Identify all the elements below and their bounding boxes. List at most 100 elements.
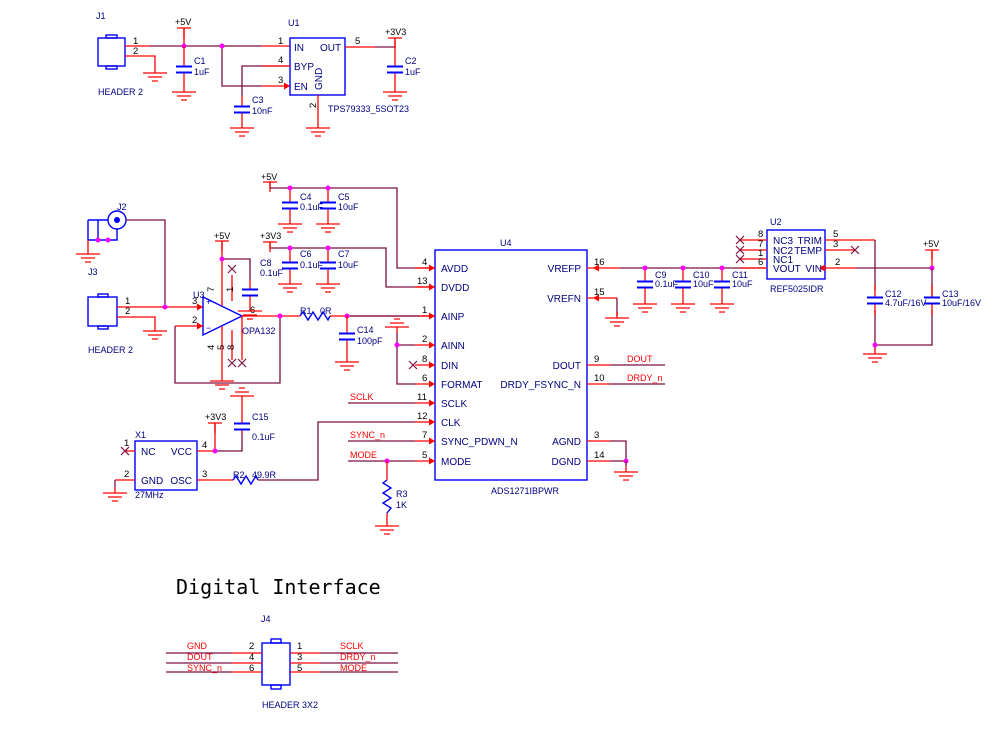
label: R2 bbox=[233, 470, 245, 480]
label: 8 bbox=[758, 229, 763, 240]
label: C10 bbox=[693, 270, 710, 280]
label: 1 bbox=[297, 641, 302, 652]
u1-regulator: IN BYP EN OUT GND 1 4 3 5 2 U1 TPS79333_… bbox=[278, 18, 409, 137]
label: NC1 bbox=[773, 255, 793, 266]
u3-value: OPA132 bbox=[242, 326, 275, 336]
symbol-icon bbox=[429, 437, 435, 445]
junction bbox=[325, 245, 331, 251]
label: 12 bbox=[417, 411, 428, 422]
symbol-icon bbox=[197, 322, 203, 330]
symbol-icon bbox=[713, 280, 731, 289]
wire bbox=[258, 421, 415, 481]
symbol-icon bbox=[229, 121, 255, 137]
label: 8 bbox=[422, 354, 427, 365]
label: AINN bbox=[441, 341, 465, 352]
label: 4.7uF/16V bbox=[885, 298, 927, 308]
label: GND bbox=[141, 476, 163, 487]
label: R3 bbox=[396, 489, 408, 499]
label: X1 bbox=[135, 430, 146, 440]
label: MODE bbox=[441, 457, 471, 468]
label: 2 bbox=[249, 641, 254, 652]
wire bbox=[269, 182, 435, 288]
label: 1uF bbox=[405, 67, 421, 77]
label: 2 bbox=[192, 315, 197, 326]
wire bbox=[766, 229, 826, 280]
j1-value: HEADER 2 bbox=[98, 87, 143, 97]
label: 15 bbox=[594, 287, 605, 298]
label: AGND bbox=[552, 437, 581, 448]
label: C13 bbox=[942, 289, 959, 299]
label: NC2 bbox=[773, 246, 793, 257]
symbol-icon bbox=[382, 85, 408, 101]
wire bbox=[87, 296, 118, 327]
label: 4 bbox=[249, 652, 254, 663]
junction bbox=[212, 448, 218, 454]
label: 2 bbox=[835, 257, 840, 268]
label: C9 bbox=[655, 270, 667, 280]
label: 10uF bbox=[693, 279, 714, 289]
wire bbox=[134, 440, 198, 491]
junction bbox=[219, 256, 225, 262]
label: 6 bbox=[758, 257, 763, 268]
junction bbox=[394, 342, 400, 348]
label: 3 bbox=[833, 239, 838, 250]
j4-header: J4 HEADER 3X2 2 4 6 1 3 5 GND DOUT SYNC_… bbox=[166, 614, 398, 710]
label: 1 bbox=[422, 305, 427, 316]
label: J4 bbox=[261, 614, 271, 624]
j3-ref: J3 bbox=[88, 267, 98, 277]
net-label-gnd: GND bbox=[187, 641, 208, 651]
symbol-icon bbox=[429, 264, 435, 272]
label: 0.1uF bbox=[300, 260, 324, 270]
label: 2 bbox=[125, 306, 130, 317]
label: SCLK bbox=[441, 399, 467, 410]
label: 2 bbox=[124, 469, 129, 480]
label: 0.1uF bbox=[252, 432, 276, 442]
symbol-icon bbox=[429, 361, 435, 369]
label: 5 bbox=[355, 36, 360, 47]
label: 10uF bbox=[732, 279, 753, 289]
label: 4 bbox=[422, 257, 427, 268]
net-label-sclk: SCLK bbox=[340, 641, 364, 651]
pin-label: BYP bbox=[294, 62, 314, 73]
j3-value: HEADER 2 bbox=[88, 345, 133, 355]
pin-number: 1 bbox=[133, 36, 138, 47]
label: 3 bbox=[297, 652, 302, 663]
symbol-icon bbox=[305, 121, 331, 137]
wire bbox=[125, 45, 156, 67]
symbol-icon bbox=[227, 264, 237, 274]
junction bbox=[277, 313, 283, 319]
capacitor-c6: C60.1uF bbox=[277, 245, 324, 293]
label: 1uF bbox=[194, 67, 210, 77]
power-label: +5V bbox=[261, 172, 277, 182]
label: VCC bbox=[171, 447, 192, 458]
label: VIN bbox=[805, 264, 822, 275]
junction bbox=[719, 265, 725, 271]
label: 7 bbox=[206, 287, 217, 292]
wire bbox=[105, 34, 118, 39]
label: DRDY_FSYNC_N bbox=[500, 380, 581, 391]
label: FORMAT bbox=[441, 380, 482, 391]
capacitor-c9: C90.1uF bbox=[632, 265, 679, 313]
x1-oscillator: X1 27MHz NC GND VCC OSC 1 2 4 3 bbox=[102, 430, 233, 502]
symbol-icon bbox=[142, 324, 168, 340]
wire bbox=[97, 325, 109, 330]
label: C5 bbox=[338, 192, 350, 202]
label: REF5025IDR bbox=[770, 284, 824, 294]
label: 1 bbox=[225, 287, 236, 292]
label: 11 bbox=[417, 392, 427, 403]
label: C11 bbox=[732, 270, 748, 280]
symbol-icon bbox=[229, 387, 255, 403]
label: 0R bbox=[320, 306, 332, 316]
wire bbox=[415, 267, 435, 462]
label: C14 bbox=[357, 325, 374, 335]
label: 7 bbox=[422, 430, 427, 441]
ground-icon bbox=[384, 318, 410, 334]
